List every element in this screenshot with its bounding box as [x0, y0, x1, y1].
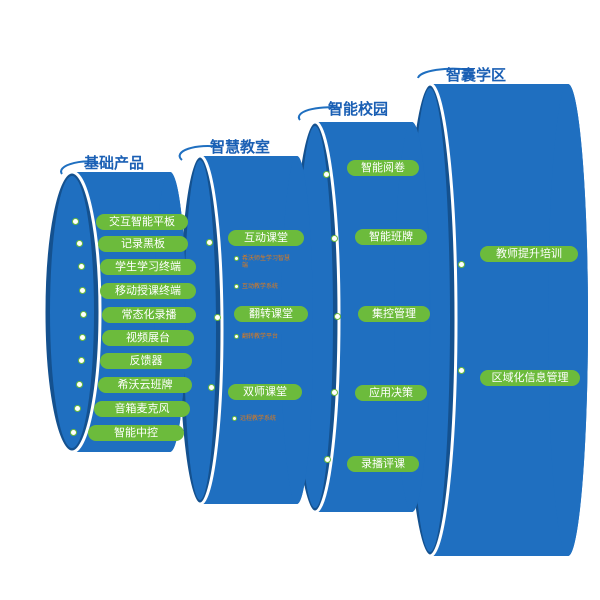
item-central-control: 集控管理	[358, 306, 430, 322]
item-student-terminal: 学生学习终端	[100, 259, 196, 275]
item-regional-info-management: 区域化信息管理	[480, 370, 580, 386]
sub-remote-teaching-system: 远程教学系统	[240, 415, 277, 422]
item-speaker-mic: 音箱麦克风	[94, 401, 190, 417]
title-basic-products: 基础产品	[84, 154, 145, 172]
connector-dot	[331, 235, 338, 242]
title-smart-classroom: 智慧教室	[210, 138, 271, 156]
connector-dot	[78, 357, 85, 364]
item-application-decision: 应用决策	[355, 385, 427, 401]
item-smart-control: 智能中控	[88, 425, 184, 441]
item-record-blackboard: 记录黑板	[98, 236, 188, 252]
connector-dot	[72, 218, 79, 225]
connector-dot	[76, 240, 83, 247]
item-recording-evaluation: 录播评课	[347, 456, 419, 472]
item-interactive-classroom: 互动课堂	[228, 230, 304, 246]
item-cloud-class-board: 希沃云班牌	[98, 377, 192, 393]
connector-dot	[76, 381, 83, 388]
item-smart-class-board: 智能班牌	[355, 229, 427, 245]
connector-dot	[214, 314, 221, 321]
connector-dot	[74, 405, 81, 412]
connector-dot	[458, 261, 465, 268]
connector-dot	[331, 389, 338, 396]
connector-dot	[323, 171, 330, 178]
sub-interactive-teaching-system: 互动教学系统	[242, 283, 279, 290]
title-smart-campus: 智能校园	[328, 100, 389, 118]
sub-dot	[234, 256, 239, 261]
connector-dot	[79, 334, 86, 341]
item-teacher-training: 教师提升培训	[480, 246, 578, 262]
item-video-booth: 视频展台	[102, 330, 194, 346]
item-mobile-terminal: 移动授课终端	[100, 283, 196, 299]
connector-dot	[79, 287, 86, 294]
connector-dot	[458, 367, 465, 374]
item-dual-teacher-classroom: 双师课堂	[228, 384, 302, 400]
connector-dot	[208, 384, 215, 391]
item-routine-recording: 常态化录播	[102, 307, 196, 323]
cylinder-classroom	[176, 144, 313, 506]
item-smart-marking: 智能阅卷	[347, 160, 419, 176]
item-interactive-panel: 交互智能平板	[96, 214, 188, 230]
sub-dot	[234, 284, 239, 289]
connector-dot	[80, 311, 87, 318]
connector-dot	[334, 313, 341, 320]
item-flipped-classroom: 翻转课堂	[234, 306, 308, 322]
connector-dot	[70, 429, 77, 436]
cylinder-district	[402, 67, 588, 558]
sub-flipped-platform: 翻转教学平台	[242, 333, 279, 340]
connector-dot	[78, 263, 85, 270]
sub-dot	[234, 334, 239, 339]
connector-dot	[324, 456, 331, 463]
title-smart-district: 智囊学区	[446, 66, 507, 84]
sub-student-teacher-terminal: 希沃师生学习智慧端	[242, 255, 291, 269]
connector-dot	[206, 239, 213, 246]
sub-dot	[232, 416, 237, 421]
item-feedback-device: 反馈器	[100, 353, 192, 369]
